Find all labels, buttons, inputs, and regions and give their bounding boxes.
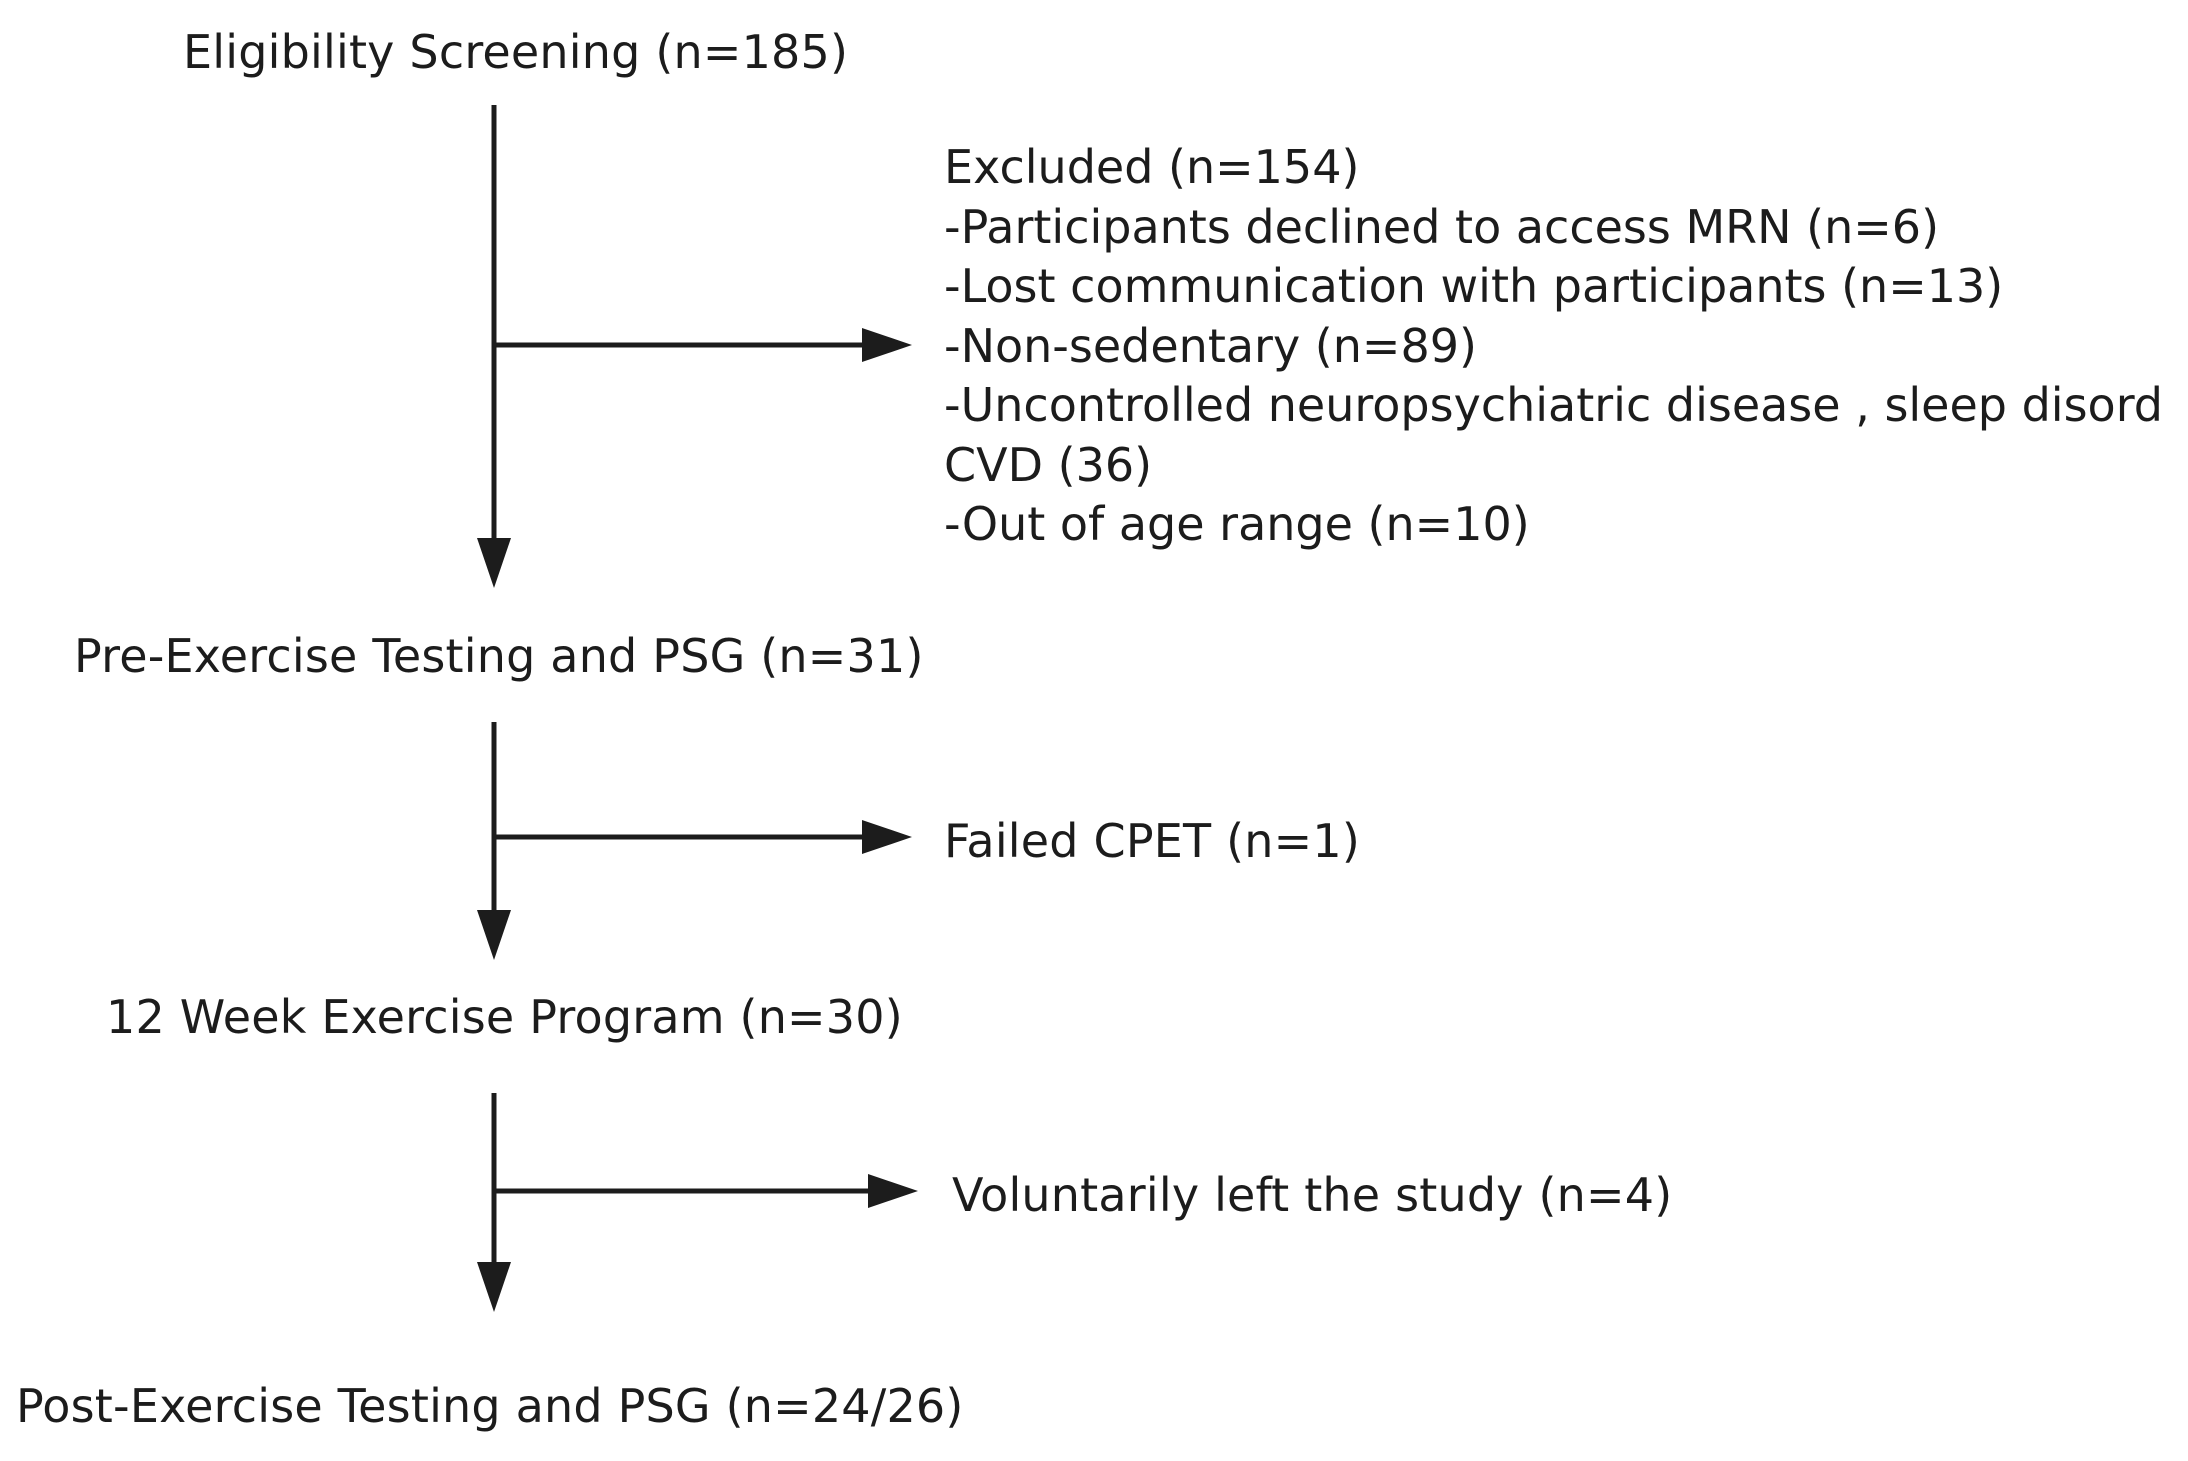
- arrowhead-right-3: [868, 1174, 918, 1208]
- excluded-title: Excluded (n=154): [944, 140, 1360, 194]
- excluded-item: -Out of age range (n=10): [944, 497, 1530, 551]
- stage-eligibility-screening: Eligibility Screening (n=185): [183, 25, 849, 79]
- arrowhead-down-2: [477, 910, 511, 960]
- stage-exercise-program: 12 Week Exercise Program (n=30): [106, 990, 903, 1044]
- stage-pre-exercise-testing: Pre-Exercise Testing and PSG (n=31): [74, 629, 924, 683]
- excluded-item: -Non-sedentary (n=89): [944, 318, 1477, 373]
- arrowhead-right-2: [862, 820, 912, 854]
- excluded-item: CVD (36): [944, 437, 1153, 492]
- failed-cpet-label: Failed CPET (n=1): [944, 814, 1361, 868]
- excluded-item: -Participants declined to access MRN (n=…: [944, 199, 1940, 254]
- excluded-item: -Lost communication with participants (n…: [944, 259, 2004, 313]
- arrowhead-down-1: [477, 538, 511, 588]
- excluded-item: -Uncontrolled neuropsychiatric disease ,…: [944, 378, 2163, 432]
- arrowhead-down-3: [477, 1262, 511, 1312]
- stage-post-exercise-testing: Post-Exercise Testing and PSG (n=24/26): [16, 1379, 964, 1433]
- excluded-box: Excluded (n=154) -Participants declined …: [944, 138, 2163, 555]
- arrowhead-right-1: [862, 328, 912, 362]
- voluntarily-left-label: Voluntarily left the study (n=4): [952, 1168, 1673, 1222]
